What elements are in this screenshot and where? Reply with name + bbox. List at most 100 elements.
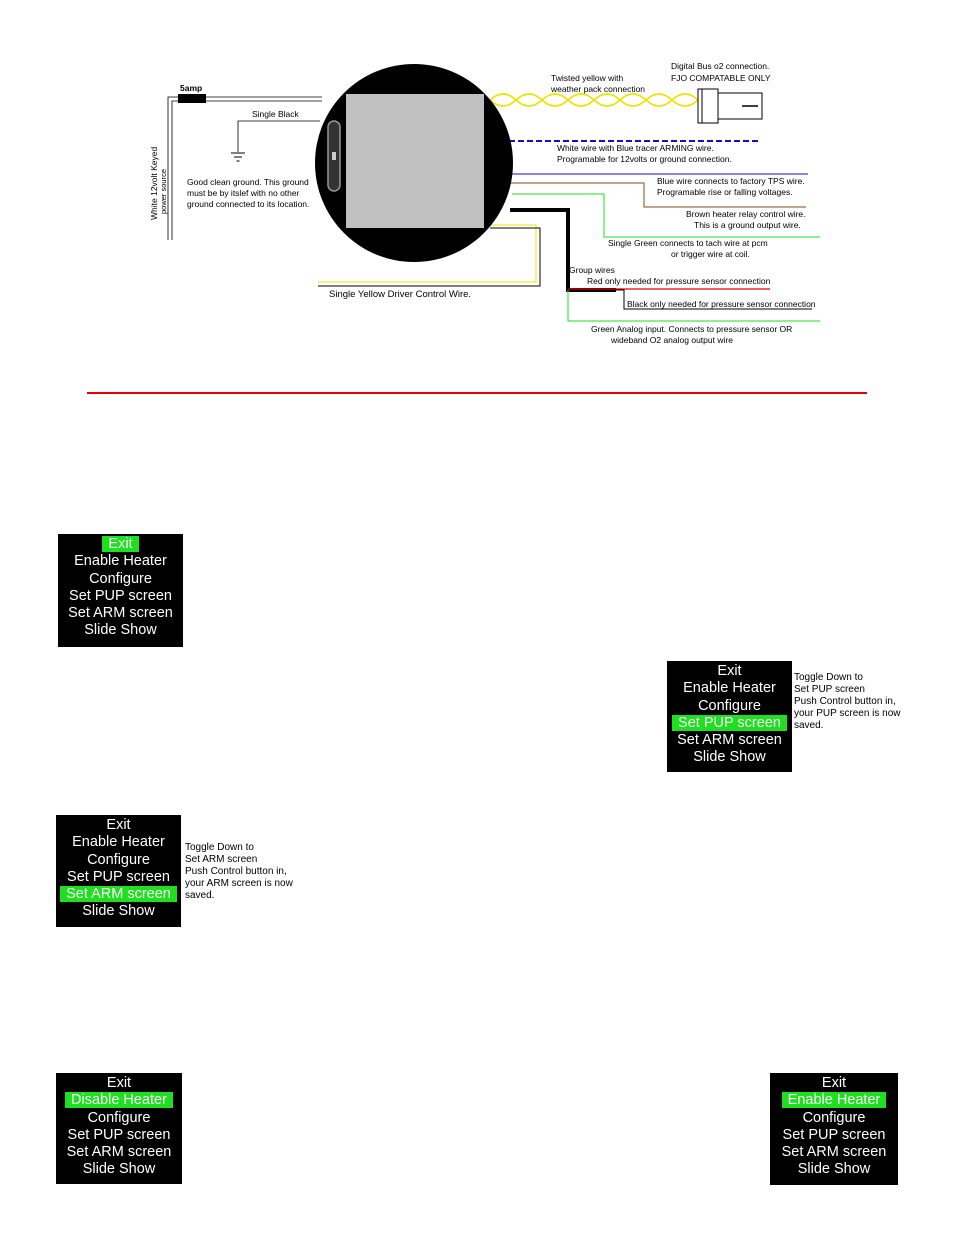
menu-item-label: Set PUP screen [67,1126,171,1143]
ground-note-line-3: ground connected to its location. [187,199,310,209]
power-source-label: White 12volt Keyed power source [149,147,169,220]
menu-item-label: Exit [821,1075,847,1091]
menu-item[interactable]: Enable Heater [58,553,183,570]
single-black-label: Single Black [252,109,299,119]
red-wire-label: Red only needed for pressure sensor conn… [587,276,771,286]
ground-wire [237,120,320,152]
brown-heater-wire [510,182,806,208]
menu-item[interactable]: Configure [56,1110,182,1127]
menu-item-label: Configure [802,1109,866,1126]
white-wire-label: White wire with Blue tracer ARMING wire.… [557,143,732,165]
menu-item-label: Slide Show [693,749,766,766]
menu-item[interactable]: Configure [58,571,183,588]
blue-wire-line-1: Blue wire connects to factory TPS wire. [657,176,805,186]
menu-item-label: Slide Show [82,1161,156,1178]
menu-item[interactable]: Exit [770,1075,898,1092]
green-analog-label: Green Analog input. Connects to pressure… [591,324,792,346]
menu-item[interactable]: Configure [667,698,792,715]
menu-item[interactable]: Slide Show [56,1161,182,1178]
menu-item-label: Set ARM screen [60,886,177,903]
green-tach-line-2: or trigger wire at coil. [671,249,750,259]
menu-item-label: Slide Show [82,903,155,920]
menu-item-label: Configure [87,1109,151,1126]
ground-note-line-1: Good clean ground. This ground [187,177,309,187]
menu-item-label: Enable Heater [74,553,167,570]
white-wire-line-1: White wire with Blue tracer ARMING wire. [557,143,714,153]
menu-item-label: Enable Heater [781,1092,887,1109]
menu-item-label: Disable Heater [65,1092,173,1109]
menu-item[interactable]: Set ARM screen [770,1144,898,1161]
menu-item-label: Set PUP screen [69,587,172,604]
menu-item-label: Configure [87,851,150,868]
menu-item[interactable]: Set ARM screen [56,886,181,903]
green-analog-line-1: Green Analog input. Connects to pressure… [591,324,793,334]
menu-item-label: Slide Show [84,622,157,639]
ground-note-line-2: must be by itslef with no other [187,188,300,198]
menu-item[interactable]: Enable Heater [56,834,181,851]
gauge-screen [346,94,484,228]
menu-item[interactable]: Slide Show [56,903,181,920]
menu-item[interactable]: Exit [58,536,183,553]
menu-item[interactable]: Exit [56,817,181,834]
digital-bus-label: Digital Bus o2 connection. FJO COMPATABL… [671,61,771,84]
green-tach-label: Single Green connects to tach wire at pc… [608,238,768,260]
menu-item[interactable]: Set PUP screen [58,588,183,605]
digital-bus-line-2: FJO COMPATABLE ONLY [671,73,771,83]
menu-item-label: Set PUP screen [782,1126,886,1143]
menu-item[interactable]: Slide Show [667,749,792,766]
twisted-line-2: weather pack connection [551,84,646,94]
menu-item[interactable]: Set PUP screen [667,714,792,732]
menu-item-label: Set ARM screen [68,605,173,622]
menu-item[interactable]: Exit [56,1075,182,1092]
menu-item-label: Exit [106,1075,132,1091]
menu-item-label: Exit [102,536,139,552]
menu-item[interactable]: Slide Show [770,1161,898,1178]
blue-wire-label: Blue wire connects to factory TPS wire. … [657,176,805,198]
menu-item[interactable]: Set ARM screen [56,1144,182,1161]
twisted-yellow-label: Twisted yellow with weather pack connect… [551,73,645,95]
white-wire-line-2: Programable for 12volts or ground connec… [557,154,732,164]
wiring-diagram [167,64,820,322]
digital-bus-line-1: Digital Bus o2 connection. [671,61,770,71]
menu-item[interactable]: Enable Heater [770,1092,898,1109]
menu-item[interactable]: Disable Heater [56,1092,182,1109]
menu-2-note: Toggle Down to Set PUP screen Push Contr… [794,672,901,731]
menu-item-label: Set ARM screen [677,732,782,749]
menu-item[interactable]: Set PUP screen [56,1127,182,1144]
menu-item[interactable]: Set ARM screen [58,605,183,622]
ground-note: Good clean ground. This ground must be b… [187,177,309,210]
green-analog-wire [567,290,820,322]
menu-item[interactable]: Configure [770,1110,898,1127]
menu-item-label: Configure [89,570,152,587]
brown-wire-line-2: This is a ground output wire. [694,220,801,230]
brown-wire-label: Brown heater relay control wire. This is… [686,209,806,231]
black-wire-label: Black only needed for pressure sensor co… [627,299,816,309]
blue-wire-line-2: Programable rise or falling voltages. [657,187,793,197]
menu-item[interactable]: Enable Heater [667,680,792,697]
power-wire [167,96,322,240]
section-divider [87,392,867,394]
power-source-line-1: White 12volt Keyed [149,146,159,220]
green-tach-wire [512,193,820,238]
menu-item-label: Slide Show [797,1161,871,1178]
menu-item[interactable]: Slide Show [58,622,183,639]
green-analog-line-2: wideband O2 analog output wire [611,335,733,345]
group-wires-label: Group wires [569,265,615,275]
control-button-slot [332,152,336,160]
menu-item[interactable]: Configure [56,852,181,869]
menu-item-label: Set PUP screen [672,714,787,731]
twisted-line-1: Twisted yellow with [551,73,624,83]
menu-item-label: Configure [698,697,761,714]
menu-item[interactable]: Set PUP screen [56,869,181,886]
fuse-label: 5amp [180,83,203,93]
ground-symbol-icon [231,152,245,162]
menu-item[interactable]: Exit [667,663,792,680]
menu-item-label: Set PUP screen [67,868,170,885]
menu-item[interactable]: Set PUP screen [770,1127,898,1144]
menu-item[interactable]: Set ARM screen [667,732,792,749]
menu-item-label: Set ARM screen [66,1144,172,1161]
menu-item-label: Set ARM screen [781,1144,887,1161]
